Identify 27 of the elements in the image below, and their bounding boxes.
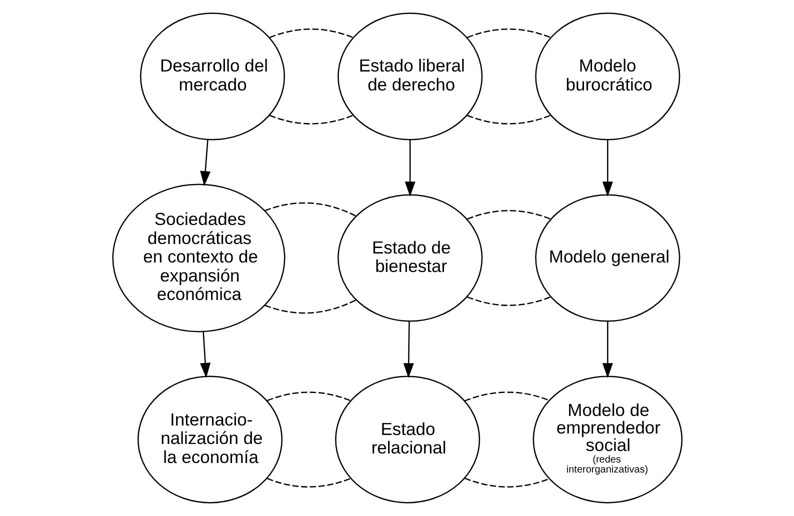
node-ellipse: Internacio- nalización de la economía [137, 376, 282, 504]
connector [464, 478, 549, 488]
arrow [402, 321, 414, 378]
node-ellipse: Modelo de emprendedor social (redes interorganizativas) [532, 376, 682, 504]
connector [466, 210, 550, 220]
connector [466, 296, 550, 306]
connector [464, 392, 549, 402]
node-ellipse: Modelo burocrático [534, 12, 680, 140]
connector [264, 299, 356, 314]
connector [466, 28, 550, 38]
node-ellipse: Sociedades democráticas en contexto de expansión económica [112, 184, 285, 332]
connector [266, 478, 350, 488]
node-ellipse: Modelo general [534, 194, 680, 322]
arrow [602, 140, 612, 197]
connector [268, 114, 353, 124]
connector [264, 202, 356, 217]
node-ellipse: Estado relacional [334, 376, 480, 504]
node-ellipse: Estado de bienestar [337, 194, 482, 322]
arrow [404, 140, 415, 197]
connector [268, 28, 353, 38]
arrow [602, 321, 612, 378]
node-ellipse: Desarrollo del mercado [140, 12, 285, 140]
arrow [200, 140, 210, 186]
arrow [200, 332, 210, 378]
connector [266, 392, 350, 402]
node-ellipse: Estado liberal de derecho [337, 12, 482, 140]
connector [466, 114, 550, 124]
